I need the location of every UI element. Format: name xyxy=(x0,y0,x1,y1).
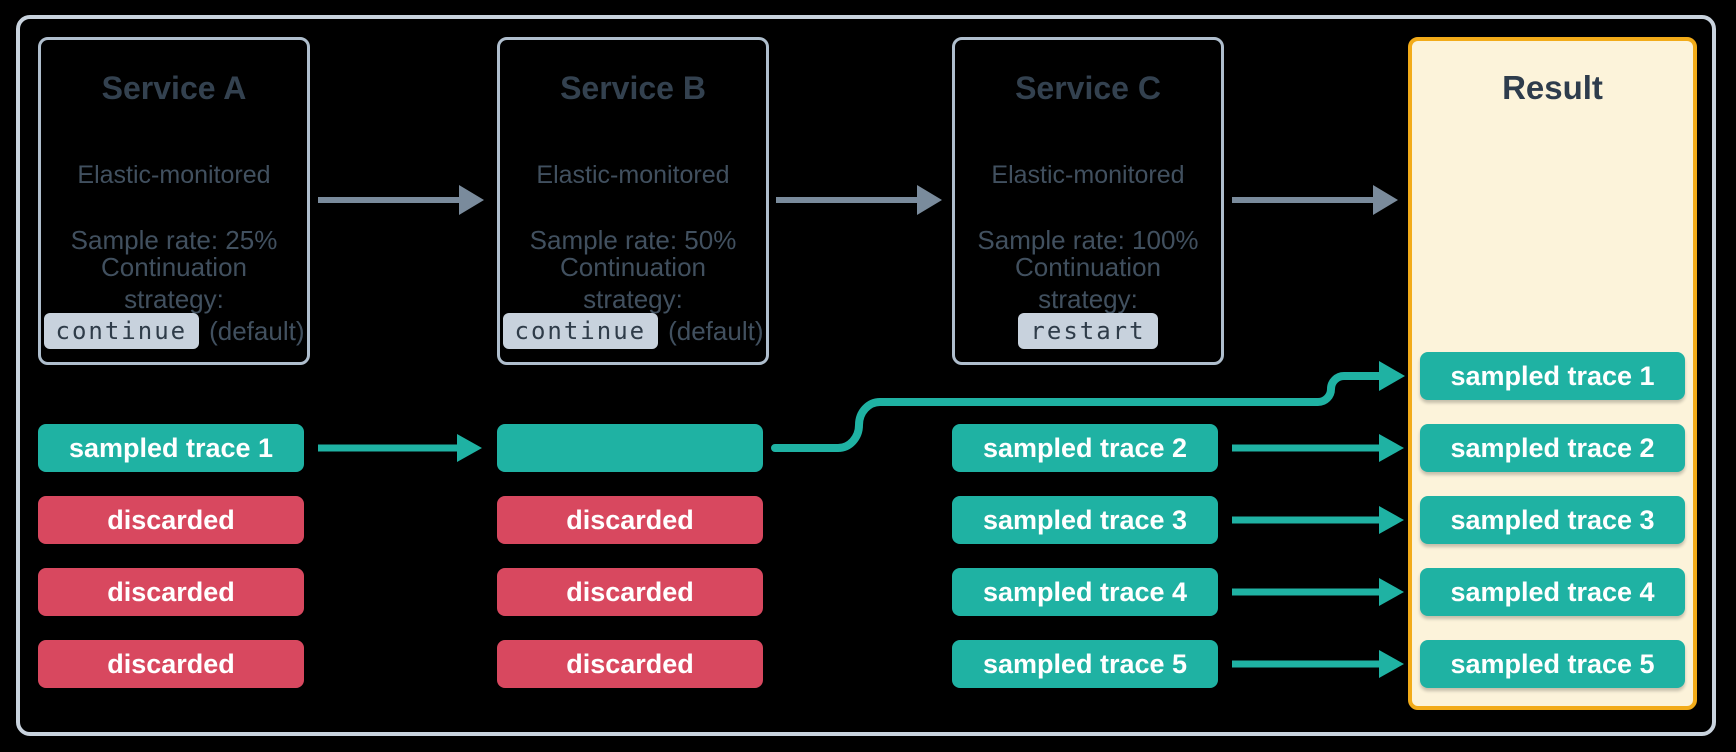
service-c-continuation-label: Continuation strategy: xyxy=(1015,252,1161,314)
service-a-strategy-code: continue xyxy=(43,313,200,349)
service-a-strategy-suffix: (default) xyxy=(209,316,305,346)
service-a-sample-rate: Sample rate: 25% xyxy=(70,225,278,255)
trace-box-c-sampled-2: sampled trace 2 xyxy=(952,424,1218,472)
service-c-strategy-code: restart xyxy=(1018,312,1158,349)
service-a-box: Service A Elastic-monitored Sample rate:… xyxy=(38,37,310,365)
trace-box-a-discarded-3: discarded xyxy=(38,640,304,688)
trace-box-c-sampled-5: sampled trace 5 xyxy=(952,640,1218,688)
service-a-strategy-row: continue (default) xyxy=(41,312,307,350)
result-trace-3: sampled trace 3 xyxy=(1420,496,1685,544)
service-c-strategy-row: restart xyxy=(955,312,1221,350)
trace-box-c-sampled-3: sampled trace 3 xyxy=(952,496,1218,544)
service-b-strategy-row: continue (default) xyxy=(500,312,766,350)
trace-box-a-discarded-2: discarded xyxy=(38,568,304,616)
service-c-sample-rate: Sample rate: 100% xyxy=(977,225,1199,255)
outer-frame xyxy=(16,15,1716,736)
result-trace-4: sampled trace 4 xyxy=(1420,568,1685,616)
trace-box-a-sampled-1: sampled trace 1 xyxy=(38,424,304,472)
service-c-monitoring: Elastic-monitored xyxy=(991,161,1185,189)
service-a-monitoring: Elastic-monitored xyxy=(77,161,271,189)
service-b-monitoring: Elastic-monitored xyxy=(536,161,730,189)
service-b-strategy-suffix: (default) xyxy=(668,316,764,346)
trace-box-b-discarded-1: discarded xyxy=(497,496,763,544)
trace-box-a-discarded-1: discarded xyxy=(38,496,304,544)
trace-box-b-discarded-3: discarded xyxy=(497,640,763,688)
service-a-continuation-label: Continuation strategy: xyxy=(101,252,247,314)
service-b-strategy-code: continue xyxy=(502,313,659,349)
trace-box-b-sampled-unlabeled xyxy=(497,424,763,472)
result-trace-1: sampled trace 1 xyxy=(1420,352,1685,400)
service-b-box: Service B Elastic-monitored Sample rate:… xyxy=(497,37,769,365)
service-a-title: Service A xyxy=(101,70,247,106)
service-c-title: Service C xyxy=(1015,70,1161,106)
result-trace-2: sampled trace 2 xyxy=(1420,424,1685,472)
result-title: Result xyxy=(1502,69,1603,106)
service-c-box: Service C Elastic-monitored Sample rate:… xyxy=(952,37,1224,365)
trace-box-b-discarded-2: discarded xyxy=(497,568,763,616)
result-trace-5: sampled trace 5 xyxy=(1420,640,1685,688)
service-b-title: Service B xyxy=(560,70,706,106)
service-b-sample-rate: Sample rate: 50% xyxy=(529,225,737,255)
service-b-continuation-label: Continuation strategy: xyxy=(560,252,706,314)
trace-box-c-sampled-4: sampled trace 4 xyxy=(952,568,1218,616)
